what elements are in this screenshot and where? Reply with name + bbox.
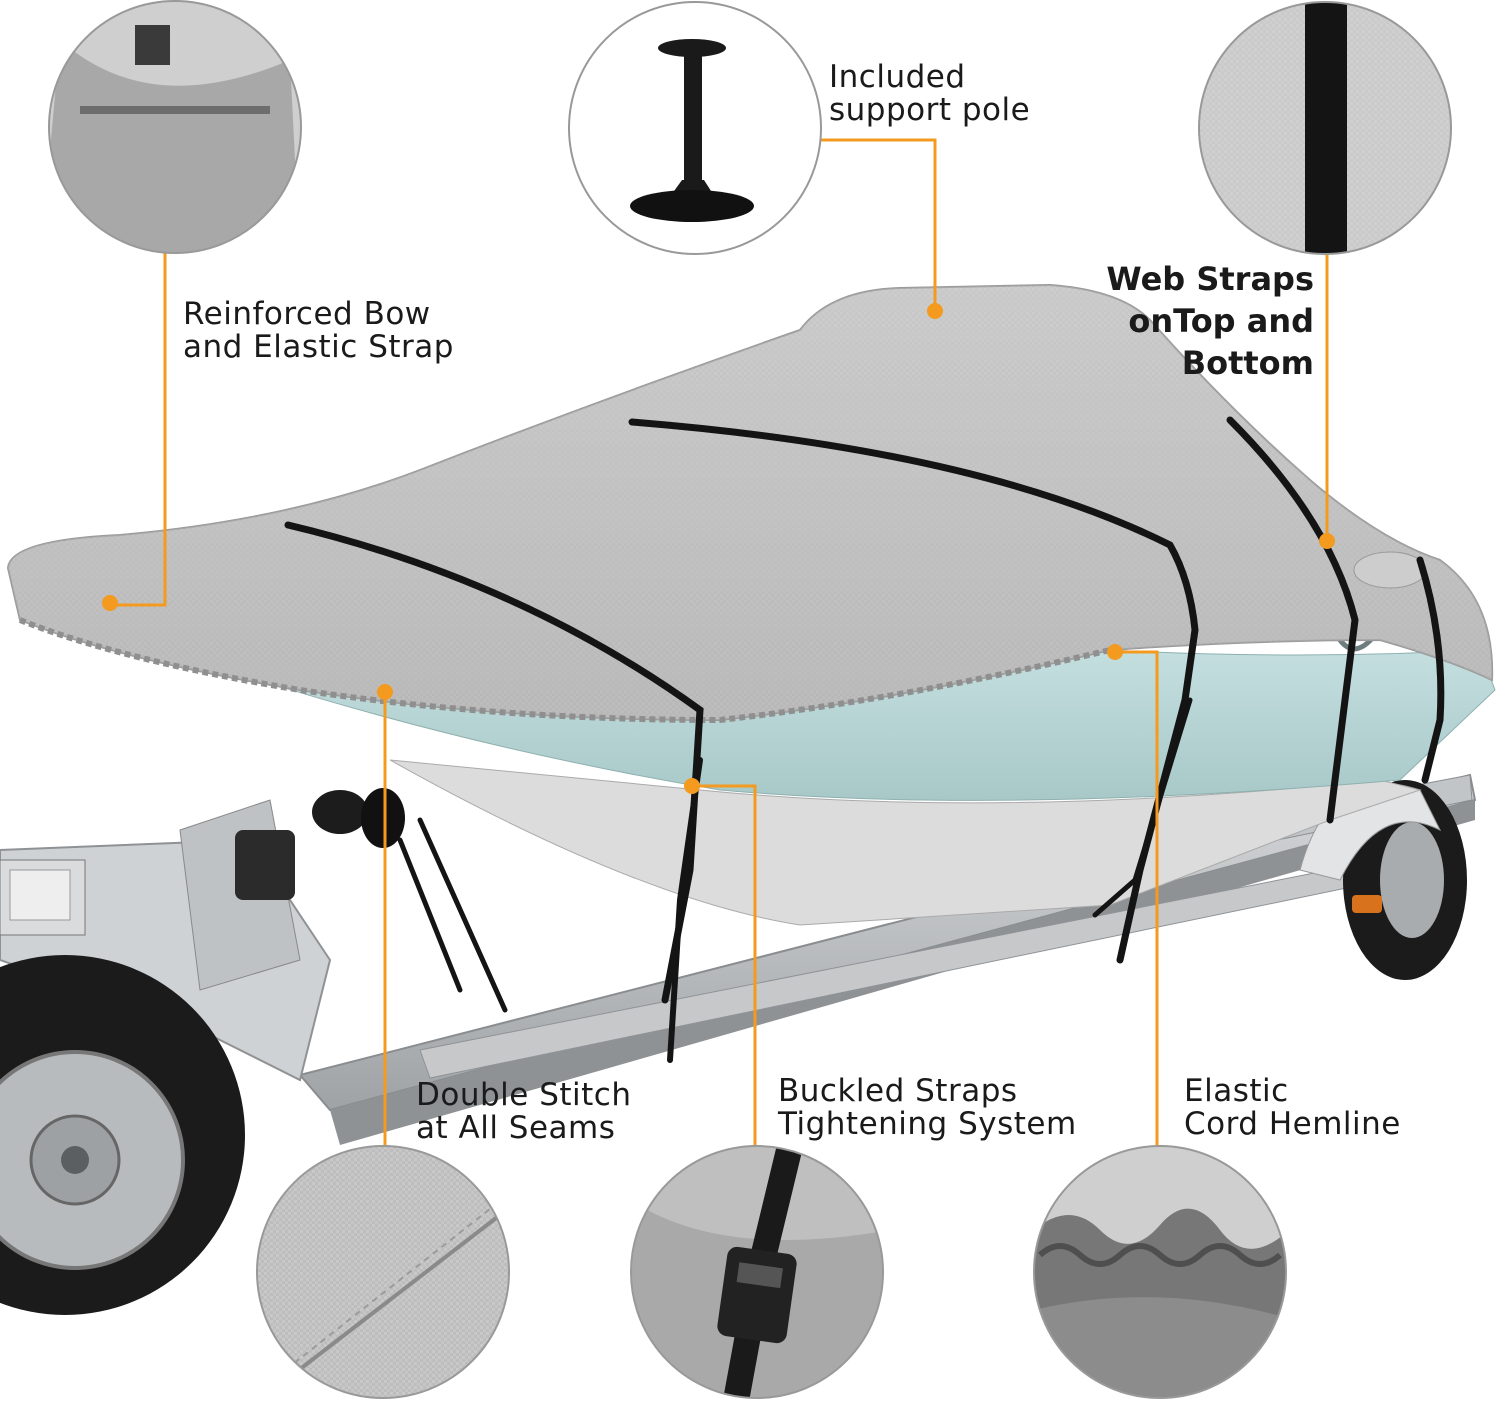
label-support-pole-line2: support pole: [829, 92, 1031, 129]
label-web-straps-line1: Web Straps: [1106, 260, 1314, 298]
detail-circle-buckle: [630, 1145, 884, 1399]
leader-lines: [110, 138, 1329, 1146]
label-double-stitch-line2: at All Seams: [416, 1110, 616, 1147]
detail-circle-reinforced-bow: [48, 0, 302, 254]
label-buckled-straps: Buckled Straps Tightening System: [778, 1073, 1077, 1143]
boat-cover: [6, 283, 1494, 724]
label-web-straps-line2: onTop and: [1128, 302, 1314, 341]
label-reinforced-bow-line2: and Elastic Strap: [183, 329, 454, 366]
label-buckled-straps-line2: Tightening System: [778, 1106, 1077, 1143]
tie-down-straps: [284, 416, 1445, 1063]
label-elastic-cord: Elastic Cord Hemline: [1184, 1073, 1401, 1143]
label-elastic-cord-line1: Elastic: [1184, 1073, 1289, 1109]
detail-circle-web-straps: [1198, 1, 1452, 255]
label-support-pole: Included support pole: [829, 59, 1031, 129]
support-pole-icon: [630, 39, 754, 222]
label-double-stitch-line1: Double Stitch: [416, 1077, 632, 1113]
label-web-straps-line3: Bottom: [1181, 344, 1314, 383]
label-support-pole-line1: Included: [829, 59, 966, 95]
label-web-straps: Web Straps onTop and Bottom: [1106, 258, 1314, 385]
label-double-stitch: Double Stitch at All Seams: [416, 1077, 632, 1147]
label-reinforced-bow-line1: Reinforced Bow: [183, 296, 431, 332]
label-reinforced-bow: Reinforced Bow and Elastic Strap: [183, 296, 454, 366]
label-buckled-straps-line1: Buckled Straps: [778, 1073, 1018, 1109]
detail-circle-support-pole: [568, 1, 822, 255]
label-elastic-cord-line2: Cord Hemline: [1184, 1106, 1401, 1143]
leader-dots: [102, 303, 1335, 794]
buckle-icon: [717, 1246, 797, 1344]
detail-circle-elastic-hemline: [1033, 1145, 1287, 1399]
detail-circle-double-stitch: [256, 1145, 510, 1399]
